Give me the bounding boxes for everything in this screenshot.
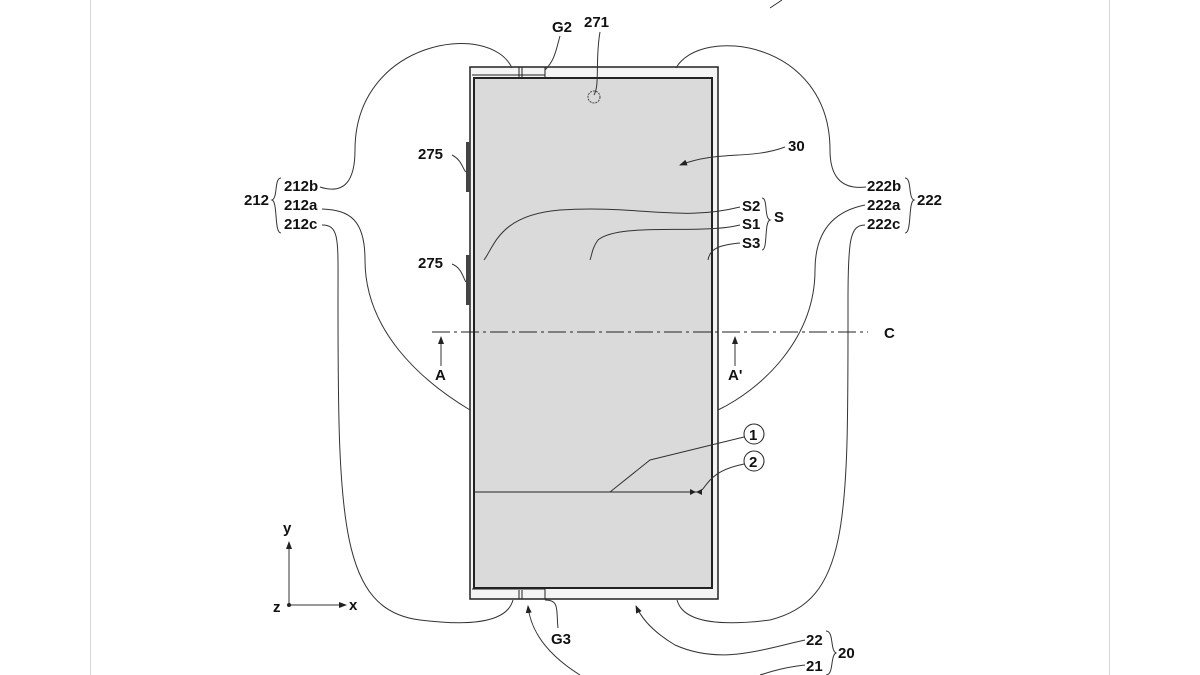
label-s3: S3: [742, 235, 760, 252]
label-275-bottom: 275: [418, 255, 443, 272]
label-s1: S1: [742, 216, 760, 233]
camera-hole-271: [587, 90, 601, 104]
label-g3: G3: [551, 631, 571, 648]
label-222b: 222b: [867, 178, 901, 195]
label-g2: G2: [552, 19, 572, 36]
label-212b: 212b: [284, 178, 318, 195]
figure-arrow-fragment: [769, 0, 783, 9]
coordinate-axes: y x z: [273, 520, 358, 616]
label-271: 271: [584, 14, 609, 31]
label-22: 22: [806, 632, 823, 649]
display-30: [473, 77, 713, 589]
label-222: 222: [917, 192, 942, 209]
page-border-left: [90, 0, 91, 675]
label-circle-1: 1: [749, 427, 757, 444]
axis-label-z: z: [273, 599, 281, 616]
label-212: 212: [244, 192, 269, 209]
axis-label-y: y: [283, 520, 292, 537]
label-a-prime: A': [728, 367, 742, 384]
label-275-top: 275: [418, 146, 443, 163]
label-a: A: [435, 367, 446, 384]
circle-1-marker: [743, 423, 765, 445]
label-222a: 222a: [867, 197, 901, 214]
label-21: 21: [806, 658, 823, 675]
page-border-right: [1109, 0, 1110, 675]
label-c: C: [884, 325, 895, 342]
axis-label-x: x: [349, 597, 358, 614]
label-20: 20: [838, 645, 855, 662]
label-s2: S2: [742, 198, 760, 215]
electronic-device: [466, 66, 719, 600]
circle-2-marker: [743, 450, 765, 472]
label-222c: 222c: [867, 216, 900, 233]
label-212c: 212c: [284, 216, 317, 233]
label-circle-2: 2: [749, 454, 757, 471]
label-s: S: [774, 209, 784, 226]
label-212a: 212a: [284, 197, 318, 214]
label-30: 30: [788, 138, 805, 155]
side-key-275-bottom: [466, 255, 470, 305]
side-key-275-top: [466, 142, 470, 192]
